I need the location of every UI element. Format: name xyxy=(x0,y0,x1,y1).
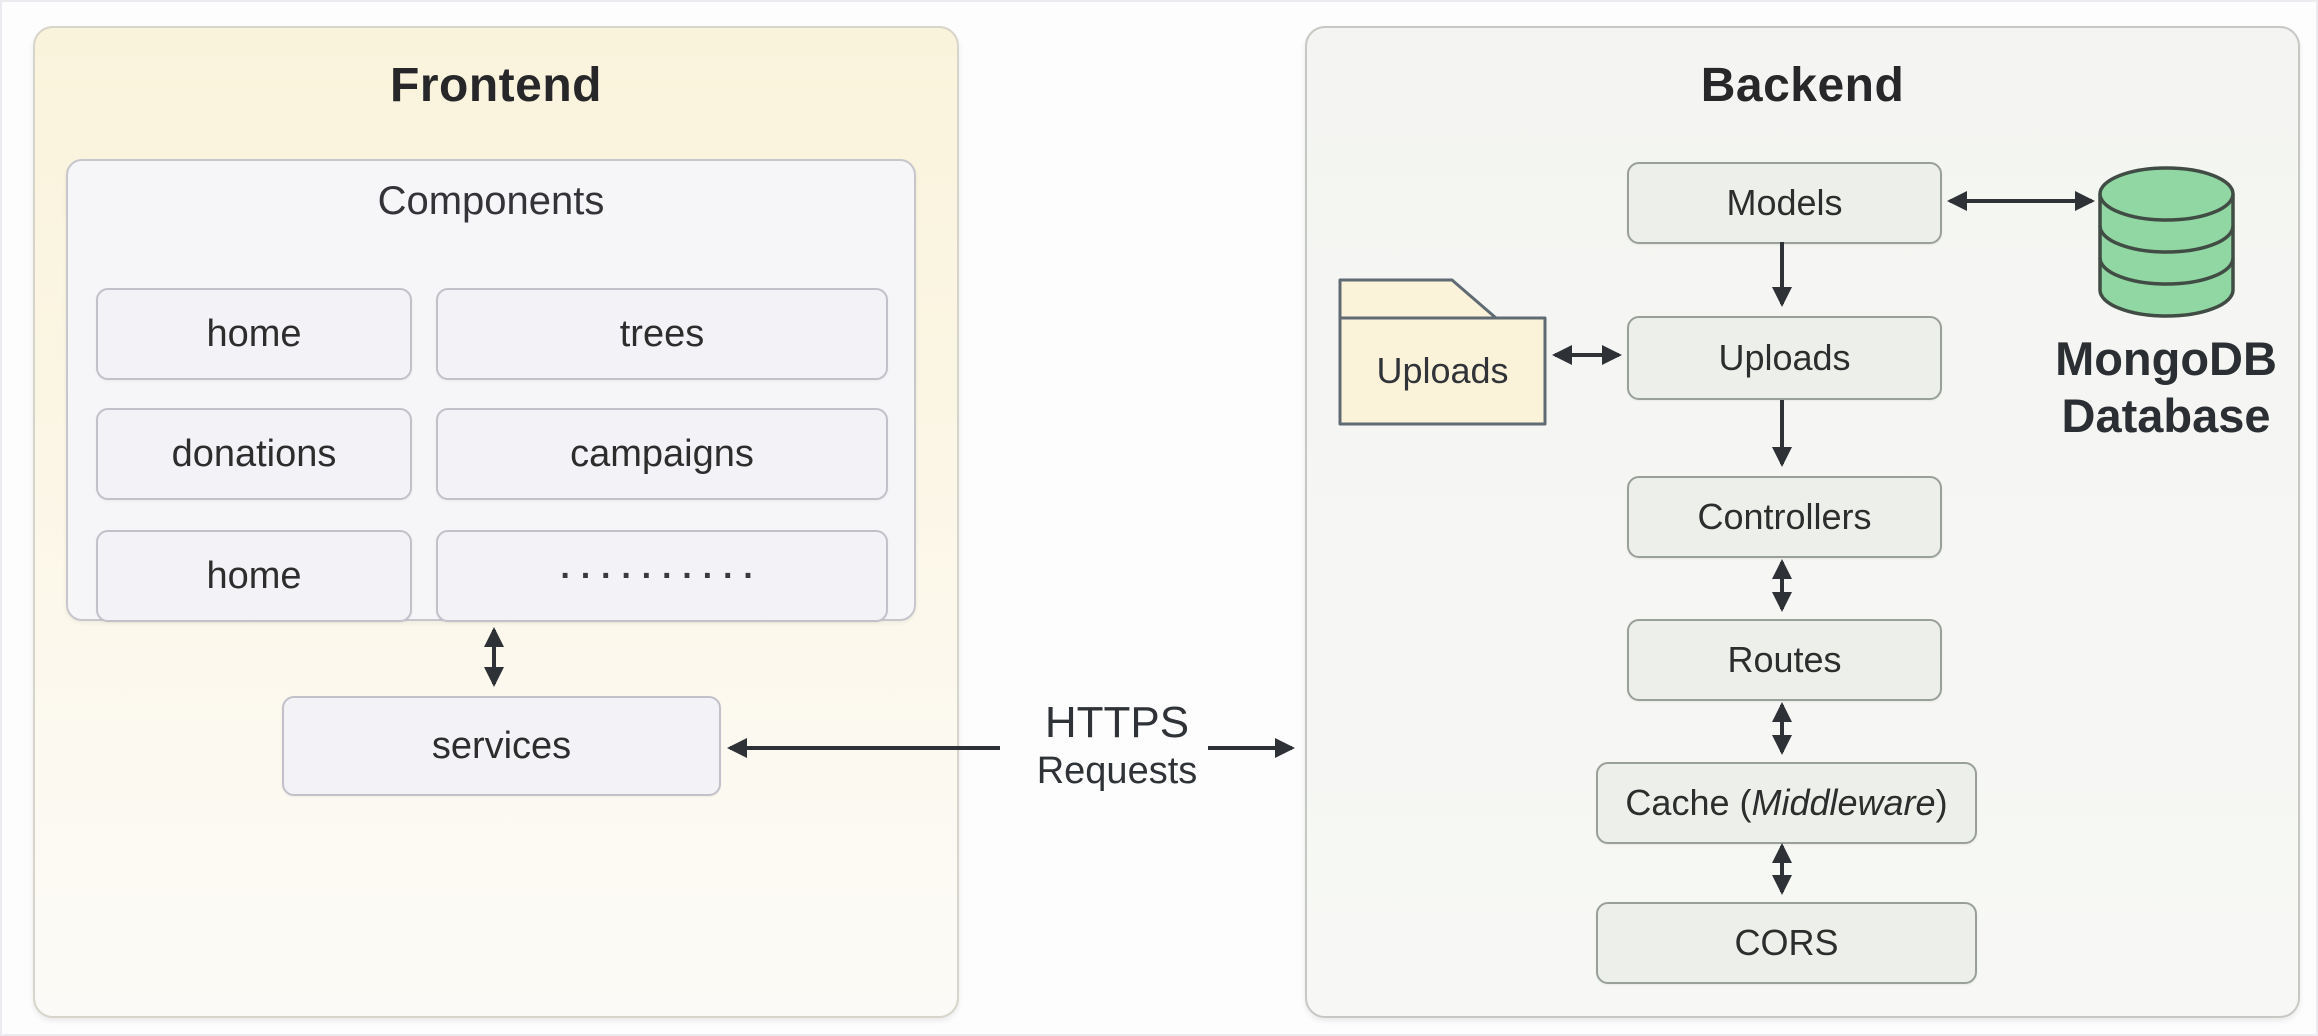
controllers-box: Controllers xyxy=(1627,476,1942,558)
https-label-line1: HTTPS xyxy=(1044,698,1190,747)
https-requests-label: HTTPS Requests xyxy=(1007,698,1227,794)
mongodb-database-label: MongoDB Database xyxy=(1990,330,2318,444)
uploads-box: Uploads xyxy=(1627,316,1942,400)
component-item-donations: donations xyxy=(96,408,412,500)
cache-label-suffix: ) xyxy=(1935,782,1948,823)
backend-title: Backend xyxy=(1700,59,1905,112)
components-title: Components xyxy=(377,179,605,223)
frontend-title: Frontend xyxy=(390,59,602,112)
cache-label-prefix: Cache ( xyxy=(1625,782,1752,823)
routes-box: Routes xyxy=(1627,619,1942,701)
https-label-line2: Requests xyxy=(1036,750,1198,792)
models-box: Models xyxy=(1627,162,1942,244)
component-item-campaigns: campaigns xyxy=(436,408,888,500)
component-item-home-2: home xyxy=(96,530,412,622)
uploads-folder-label: Uploads xyxy=(1376,350,1509,391)
components-box: Components home trees donations campaign… xyxy=(66,159,916,622)
component-item-home-1: home xyxy=(96,288,412,380)
cache-middleware-box: Cache (Middleware) xyxy=(1596,762,1977,844)
cache-label-middleware: Middleware xyxy=(1751,782,1936,823)
component-item-trees: trees xyxy=(436,288,888,380)
backend-panel: Backend Models Uploads Controllers Route… xyxy=(1305,26,2300,1018)
cors-box: CORS xyxy=(1596,902,1977,984)
frontend-panel: Frontend Components home trees donations… xyxy=(33,26,959,1018)
component-item-ellipsis: ·········· xyxy=(436,530,888,622)
mongodb-label-line2: Database xyxy=(2061,389,2271,442)
services-box: services xyxy=(282,696,721,796)
mongodb-label-line1: MongoDB xyxy=(2055,332,2277,385)
